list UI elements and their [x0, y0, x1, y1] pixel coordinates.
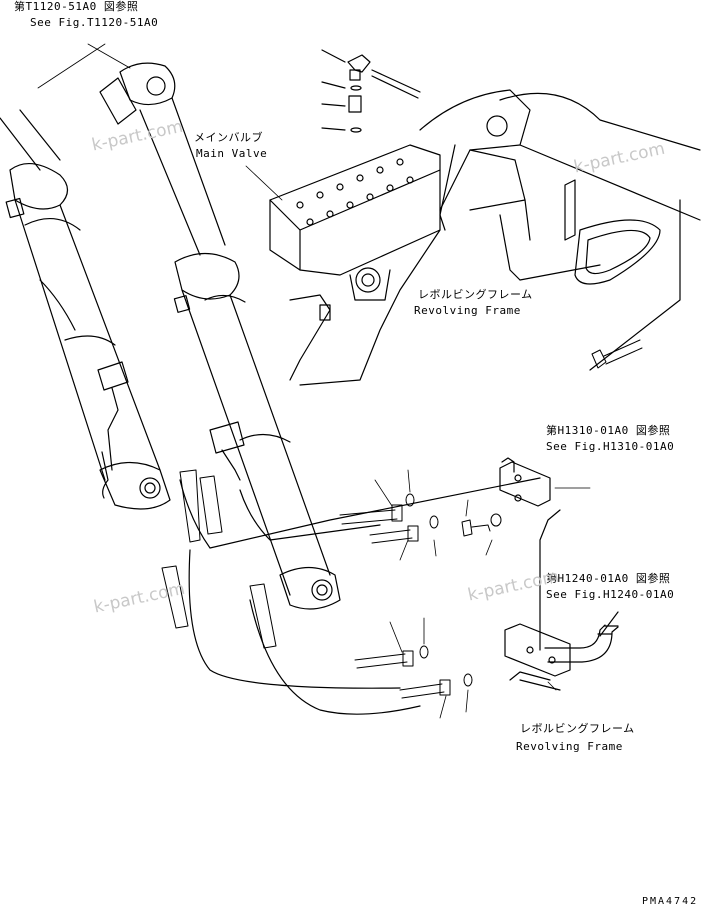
ref-label-right-lower-en: See Fig.H1240-01A0 [546, 588, 675, 601]
hose-fittings [161, 339, 643, 699]
revolving-frame-bottom-label-en: Revolving Frame [516, 740, 623, 753]
ref-label-right-upper-jp: 第H1310-01A0 図参照 [546, 424, 671, 437]
left-hydraulic-cylinder [0, 109, 171, 510]
right-hydraulic-cylinder [99, 62, 341, 610]
upper-bracket [499, 457, 551, 507]
revolving-frame-bottom-label-jp: レボルビングフレーム [520, 722, 635, 735]
revolving-frame-top-label-en: Revolving Frame [414, 304, 521, 317]
ref-label-top-left-en: See Fig.T1120-51A0 [30, 16, 159, 29]
lower-bracket [504, 623, 571, 681]
leader-lines [37, 43, 591, 719]
main-valve-label-jp: メインバルブ [194, 131, 263, 144]
drawing-code: PMA4742 [642, 896, 699, 907]
hydraulic-hoses [179, 199, 681, 715]
revolving-frame-upper [289, 89, 701, 386]
main-valve-body [269, 144, 441, 301]
ref-label-right-upper-en: See Fig.H1310-01A0 [546, 440, 675, 453]
main-valve-label-en: Main Valve [196, 147, 268, 160]
ref-label-top-left-jp: 第T1120-51A0 図参照 [14, 0, 139, 13]
revolving-frame-top-label-jp: レボルビングフレーム [418, 288, 533, 301]
valve-top-fittings [321, 49, 421, 133]
ref-label-right-lower-jp: 第H1240-01A0 図参照 [546, 572, 671, 585]
